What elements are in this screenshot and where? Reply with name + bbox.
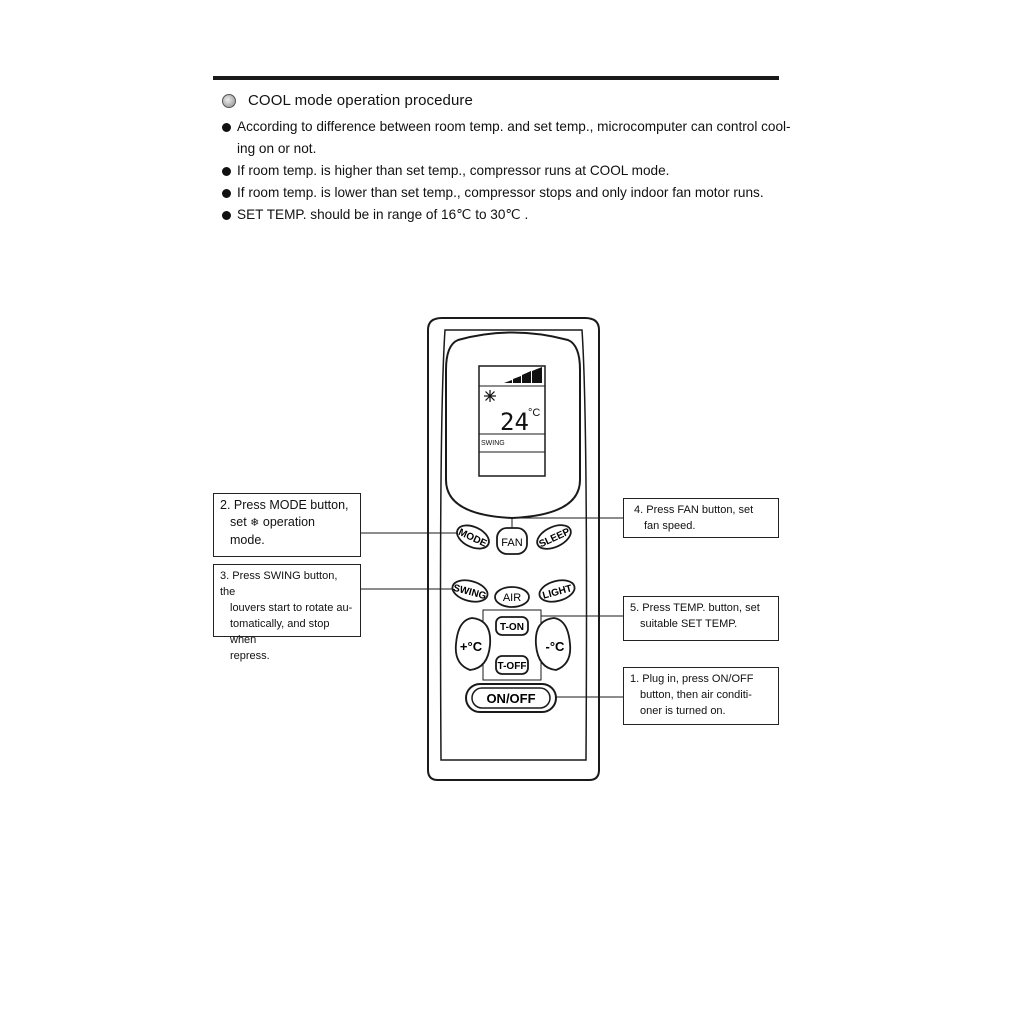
circle-bullet-icon <box>222 93 236 108</box>
bullet-dot-icon <box>222 123 231 132</box>
svg-text:AIR: AIR <box>503 592 521 604</box>
bullet-dot-icon <box>222 167 231 176</box>
bullet-text-continued: ing on or not. <box>237 141 317 156</box>
temp-callout: 5. Press TEMP. button, set suitable SET … <box>623 596 779 641</box>
bullet-text: If room temp. is lower than set temp., c… <box>237 185 764 200</box>
display-housing <box>445 331 581 520</box>
section-heading: COOL mode operation procedure <box>222 92 473 109</box>
temp-down-button[interactable]: -°C <box>534 617 572 671</box>
t-on-button[interactable]: T-ON <box>495 616 529 636</box>
heading-text: COOL mode operation procedure <box>248 92 473 109</box>
callout-text: button, then air conditi- <box>640 689 752 701</box>
svg-text:+°C: +°C <box>460 639 483 654</box>
swing-callout: 3. Press SWING button, the louvers start… <box>213 564 361 662</box>
t-off-button[interactable]: T-OFF <box>495 655 529 675</box>
callout-text: suitable SET TEMP. <box>640 618 738 630</box>
callout-text: oner is turned on. <box>640 705 726 717</box>
on-off-button[interactable]: ON/OFF <box>465 683 557 713</box>
bullet-dot-icon <box>222 189 231 198</box>
lcd-temperature: 24 <box>500 408 529 436</box>
list-item: SET TEMP. should be in range of 16℃ to 3… <box>222 204 822 226</box>
sleep-button[interactable]: SLEEP <box>533 520 574 553</box>
lcd-unit: °C <box>528 407 540 419</box>
light-button[interactable]: LIGHT <box>537 577 577 606</box>
bullet-text: According to difference between room tem… <box>237 119 791 134</box>
list-item: If room temp. is higher than set temp., … <box>222 160 822 182</box>
temp-up-button[interactable]: +°C <box>454 617 492 671</box>
fan-button[interactable]: FAN <box>496 527 528 555</box>
callout-line: set ❄ operation <box>220 514 354 532</box>
callout-text: repress. <box>230 650 270 662</box>
svg-text:-°C: -°C <box>546 639 566 654</box>
svg-text:T-ON: T-ON <box>500 622 524 633</box>
leader-lines <box>361 517 623 698</box>
mode-button[interactable]: MODE <box>453 521 492 553</box>
air-button[interactable]: AIR <box>494 586 530 608</box>
callout-text: 5. Press TEMP. button, set <box>630 602 760 614</box>
fan-speed-bars-icon <box>504 367 542 383</box>
fan-callout: 4. Press FAN button, set fan speed. <box>623 498 779 538</box>
remote-body <box>427 317 600 781</box>
bullet-dot-icon <box>222 211 231 220</box>
top-rule <box>213 76 779 80</box>
list-item: According to difference between room tem… <box>222 116 822 160</box>
callout-text: 1. Plug in, press ON/OFF <box>630 673 754 685</box>
bullet-list: According to difference between room tem… <box>222 116 822 226</box>
callout-text: fan speed. <box>644 520 696 532</box>
mode-callout: 2. Press MODE button, set ❄ operation mo… <box>213 493 361 557</box>
callout-text: set <box>230 515 247 529</box>
callout-text: louvers start to rotate au- <box>230 602 353 614</box>
svg-text:FAN: FAN <box>501 537 522 549</box>
remote-body-inner <box>439 329 588 761</box>
callout-text: 2. Press MODE button, <box>220 498 349 512</box>
callout-text: tomatically, and stop when <box>230 618 330 646</box>
snowflake-icon: ❄ <box>250 517 260 529</box>
svg-text:ON/OFF: ON/OFF <box>486 691 535 706</box>
bullet-text: SET TEMP. should be in range of 16℃ to 3… <box>237 207 529 222</box>
lcd-screen: 24 °C SWING <box>478 365 546 477</box>
snowflake-icon <box>484 390 496 402</box>
callout-text: operation <box>262 515 315 529</box>
bullet-text: If room temp. is higher than set temp., … <box>237 163 670 178</box>
list-item: If room temp. is lower than set temp., c… <box>222 182 822 204</box>
svg-text:T-OFF: T-OFF <box>498 661 527 672</box>
swing-button[interactable]: SWING <box>450 577 490 606</box>
lcd-swing-label: SWING <box>481 440 505 447</box>
callout-text: mode. <box>230 533 265 547</box>
onoff-callout: 1. Plug in, press ON/OFF button, then ai… <box>623 667 779 725</box>
callout-text: 4. Press FAN button, set <box>634 504 754 516</box>
callout-text: 3. Press SWING button, the <box>220 570 338 598</box>
